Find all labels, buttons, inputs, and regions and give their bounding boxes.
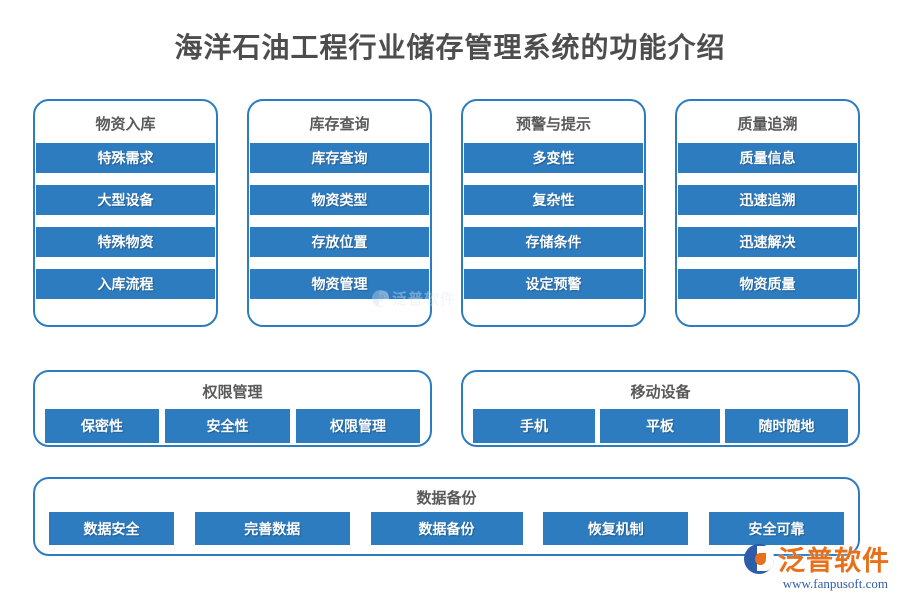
feature-chip[interactable]: 设定预警	[464, 269, 643, 299]
chip-row: 数据安全 完善数据 数据备份 恢复机制 安全可靠	[35, 512, 858, 545]
feature-chip[interactable]: 完善数据	[194, 512, 350, 545]
page-title: 海洋石油工程行业储存管理系统的功能介绍	[174, 32, 726, 63]
feature-chip[interactable]: 存储条件	[464, 227, 643, 257]
feature-card-material-inbound[interactable]: 物资入库 特殊需求 大型设备 特殊物资 入库流程	[33, 99, 218, 327]
feature-chip[interactable]: 迅速解决	[678, 227, 857, 257]
card-title: 物资入库	[95, 116, 156, 133]
card-title: 库存查询	[309, 116, 370, 133]
brand-url: www.fanpusoft.com	[782, 576, 888, 591]
feature-chip[interactable]: 迅速追溯	[678, 185, 857, 215]
feature-card-mobile-devices[interactable]: 移动设备 手机 平板 随时随地	[461, 370, 860, 447]
card-title: 预警与提示	[515, 116, 591, 133]
card-title: 质量追溯	[737, 116, 798, 133]
feature-chip[interactable]: 多变性	[464, 143, 643, 173]
feature-chip[interactable]: 物资类型	[250, 185, 429, 215]
feature-chip[interactable]: 物资质量	[678, 269, 857, 299]
feature-chip[interactable]: 存放位置	[250, 227, 429, 257]
chip-row: 手机 平板 随时随地	[463, 409, 858, 443]
feature-chip[interactable]: 安全性	[165, 409, 290, 443]
feature-chip[interactable]: 安全可靠	[709, 512, 844, 545]
feature-card-permission-management[interactable]: 权限管理 保密性 安全性 权限管理	[33, 370, 432, 447]
feature-chip[interactable]: 复杂性	[464, 185, 643, 215]
feature-card-alerts[interactable]: 预警与提示 多变性 复杂性 存储条件 设定预警	[461, 99, 646, 327]
feature-chip[interactable]: 权限管理	[296, 409, 420, 443]
feature-chip[interactable]: 质量信息	[678, 143, 857, 173]
feature-chip[interactable]: 恢复机制	[543, 512, 689, 545]
card-title: 权限管理	[202, 384, 263, 401]
feature-card-inventory-query[interactable]: 库存查询 库存查询 物资类型 存放位置 物资管理	[247, 99, 432, 327]
card-title: 移动设备	[630, 384, 691, 401]
feature-chip[interactable]: 手机	[473, 409, 595, 443]
feature-chip[interactable]: 大型设备	[36, 185, 215, 215]
card-title: 数据备份	[416, 490, 477, 507]
feature-chip[interactable]: 入库流程	[36, 269, 215, 299]
feature-chip[interactable]: 数据备份	[370, 512, 523, 545]
feature-chip[interactable]: 平板	[600, 409, 720, 443]
feature-chip[interactable]: 随时随地	[725, 409, 848, 443]
chip-row: 保密性 安全性 权限管理	[35, 409, 430, 443]
feature-chip[interactable]: 库存查询	[250, 143, 429, 173]
feature-chip[interactable]: 特殊物资	[36, 227, 215, 257]
feature-chip[interactable]: 物资管理	[250, 269, 429, 299]
feature-chip[interactable]: 数据安全	[49, 512, 174, 545]
feature-chip[interactable]: 特殊需求	[36, 143, 215, 173]
feature-chip[interactable]: 保密性	[45, 409, 159, 443]
feature-card-quality-trace[interactable]: 质量追溯 质量信息 迅速追溯 迅速解决 物资质量	[675, 99, 860, 327]
feature-card-data-backup[interactable]: 数据备份 数据安全 完善数据 数据备份 恢复机制 安全可靠	[33, 477, 860, 556]
